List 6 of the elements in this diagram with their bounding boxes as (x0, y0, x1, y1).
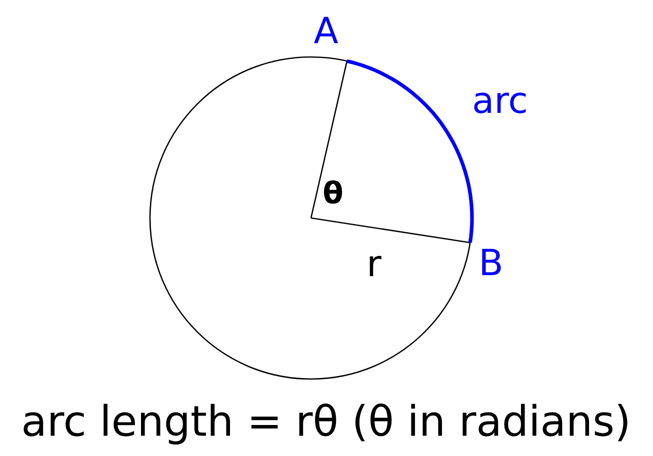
caption: arc length = rθ (θ in radians) (24, 404, 628, 444)
point-label: B (482, 248, 501, 276)
angle-label: θ (324, 180, 342, 204)
arc-label: arc (474, 92, 526, 114)
radius-label: r (370, 256, 382, 276)
point-label: A (314, 16, 338, 44)
